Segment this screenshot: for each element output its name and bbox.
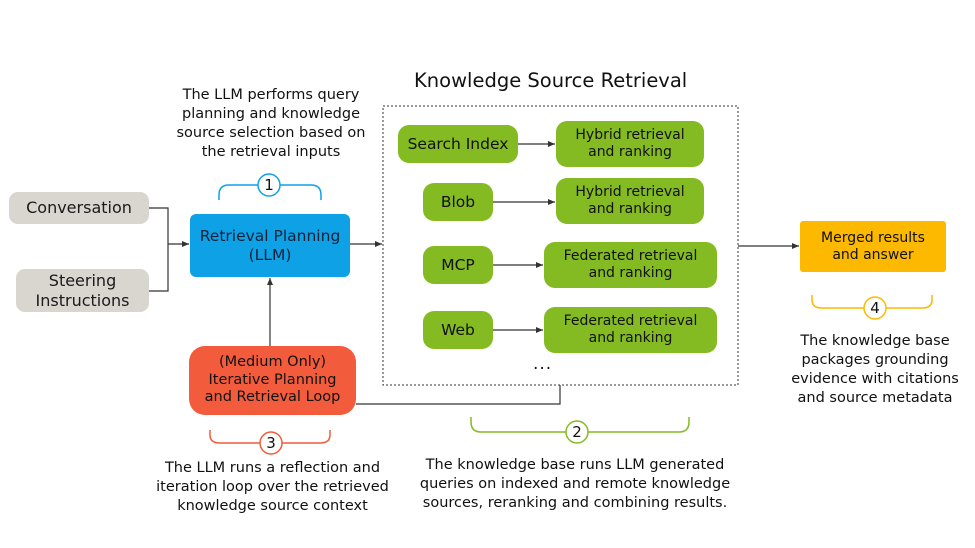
result-label-line2: and ranking (588, 144, 672, 160)
result-search-index: Hybrid retrieval and ranking (556, 121, 704, 167)
diagram-title: Knowledge Source Retrieval (414, 69, 688, 92)
badge-step-2 (565, 420, 589, 444)
source-blob: Blob (423, 183, 493, 221)
steering-connector (149, 244, 169, 292)
iterative-loop-box: (Medium Only) Iterative Planning and Ret… (189, 346, 356, 415)
note-line: The LLM runs a reflection and (164, 460, 381, 476)
badge-number-1: 1 (264, 176, 274, 194)
retrieval-dotted-box (382, 105, 739, 386)
note-line: sources, reranking and combining results… (422, 495, 728, 512)
source-label: Web (441, 320, 475, 339)
merged-label-line1: Merged results (821, 229, 925, 246)
note-line: The LLM performs query (182, 87, 360, 103)
note-step-2: The knowledge base runs LLM generated qu… (410, 456, 740, 513)
conversation-connector (149, 207, 169, 244)
retrieval-planning-box: Retrieval Planning (LLM) (190, 214, 350, 277)
note-line: the retrieval inputs (201, 144, 341, 161)
result-label-line2: and ranking (588, 201, 672, 217)
result-label-line2: and ranking (588, 330, 673, 346)
planning-label-line1: Retrieval Planning (199, 226, 341, 245)
source-label: Search Index (407, 134, 509, 153)
note-line: The knowledge base (800, 333, 950, 349)
badge-number-2: 2 (572, 423, 582, 441)
badge-number-4: 4 (870, 299, 880, 317)
badge-step-4 (863, 296, 887, 320)
planning-label-line2: (LLM) (248, 245, 292, 264)
loop-label-line2: Iterative Planning (208, 371, 337, 388)
note-line: source selection based on (176, 125, 366, 142)
badge-step-3 (259, 431, 283, 455)
more-sources-ellipsis: ... (533, 354, 553, 374)
note-line: iteration loop over the retrieved (156, 479, 389, 496)
source-label: Blob (440, 192, 476, 211)
badge-step-1 (257, 173, 281, 197)
note-line: packages grounding (801, 352, 949, 369)
note-line: planning and knowledge (181, 106, 360, 123)
note-line: and source metadata (797, 390, 953, 407)
note-line: evidence with citations (791, 371, 959, 388)
source-mcp: MCP (423, 246, 493, 284)
note-line: The knowledge base runs LLM generated (425, 457, 725, 473)
result-blob: Hybrid retrieval and ranking (556, 178, 704, 224)
source-label: MCP (441, 255, 475, 274)
note-line: queries on indexed and remote knowledge (419, 476, 731, 493)
source-search-index: Search Index (398, 125, 518, 163)
badge-number-3: 3 (266, 434, 276, 452)
result-web: Federated retrieval and ranking (544, 307, 717, 353)
conversation-box: Conversation (9, 192, 149, 224)
result-label-line2: and ranking (588, 265, 673, 281)
note-step-1: The LLM performs query planning and know… (166, 86, 376, 163)
result-label-line1: Hybrid retrieval (575, 127, 685, 144)
note-line: knowledge source context (177, 498, 368, 515)
loop-label-line1: (Medium Only) (218, 354, 327, 371)
loop-label-line3: and Retrieval Loop (204, 389, 341, 406)
merged-label-line2: and answer (832, 246, 914, 263)
steering-label-line2: Instructions (35, 290, 130, 310)
result-label-line1: Hybrid retrieval (575, 184, 685, 201)
retrieval-to-loop-connector (356, 385, 561, 405)
conversation-label: Conversation (26, 198, 132, 218)
source-web: Web (423, 311, 493, 349)
note-step-4: The knowledge base packages grounding ev… (780, 332, 970, 409)
steering-label-line1: Steering (48, 270, 117, 290)
merged-results-box: Merged results and answer (800, 221, 946, 272)
result-label-line1: Federated retrieval (563, 248, 698, 265)
result-label-line1: Federated retrieval (563, 313, 698, 330)
note-step-3: The LLM runs a reflection and iteration … (150, 459, 395, 516)
steering-instructions-box: Steering Instructions (16, 269, 149, 312)
result-mcp: Federated retrieval and ranking (544, 242, 717, 288)
